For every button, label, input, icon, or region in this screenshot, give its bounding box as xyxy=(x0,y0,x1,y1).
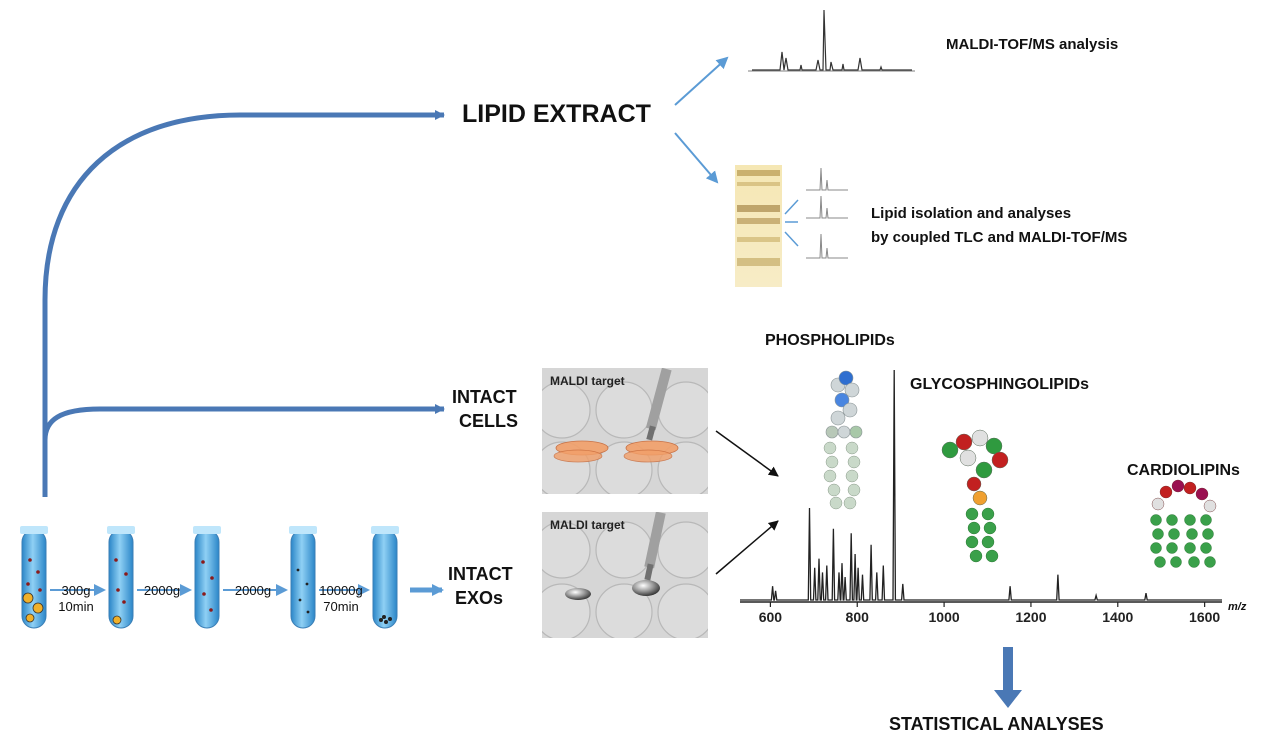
tlc-connectors xyxy=(784,199,799,247)
arrow-to-maldi-analysis xyxy=(674,56,729,106)
step-4-time: 70min xyxy=(323,599,359,614)
glycosphingolipid-model xyxy=(941,429,1009,563)
intact-cells-label-1: INTACT xyxy=(452,387,517,407)
arrow-to-tlc xyxy=(674,132,719,184)
tube-2 xyxy=(107,526,135,629)
flow-line-to-intact-cells xyxy=(42,404,445,441)
main-spectrum xyxy=(740,369,1222,607)
spectrum-tick-label-800: 800 xyxy=(845,609,869,625)
step-3-speed: 2000g xyxy=(234,583,272,598)
maldi-target-exos-image xyxy=(542,512,708,638)
step-4-speed: 10000g xyxy=(319,583,363,598)
maldi-target-cells-panel: MALDI target xyxy=(542,368,708,494)
step-label-2: 2000g xyxy=(137,583,187,599)
maldi-target-exos-title: MALDI target xyxy=(550,518,625,532)
flow-line-to-lipid-extract xyxy=(42,110,445,497)
down-arrow-statistical xyxy=(994,647,1022,708)
arrow-exos-to-spectrum xyxy=(715,520,779,575)
statistical-analyses-label: STATISTICAL ANALYSES xyxy=(889,714,1104,734)
maldi-target-cells-image xyxy=(542,368,708,494)
step-label-1: 300g 10min xyxy=(51,583,101,615)
spectrum-tick-label-1200: 1200 xyxy=(1015,609,1047,625)
step-1-time: 10min xyxy=(58,599,94,614)
tube-4 xyxy=(289,526,317,629)
tube-1 xyxy=(20,526,48,629)
intact-exos-label-2: EXOs xyxy=(455,588,504,608)
lipid-extract-label: LIPID EXTRACT xyxy=(462,100,651,128)
lipid-isolation-line2: by coupled TLC and MALDI-TOF/MS xyxy=(871,229,1128,246)
spectrum-tick-label-1600: 1600 xyxy=(1189,609,1221,625)
spectrum-tick-label-600: 600 xyxy=(758,609,783,625)
cardiolipin-model xyxy=(1150,479,1217,568)
intact-exos-label-1: INTACT xyxy=(448,564,513,584)
maldi-analysis-label: MALDI-TOF/MS analysis xyxy=(946,36,1119,53)
spectrum-tick-label-1400: 1400 xyxy=(1102,609,1134,625)
tlc-mini-spectra xyxy=(806,167,848,259)
step-2-speed: 2000g xyxy=(143,583,181,598)
phospholipid-model xyxy=(823,370,863,510)
tlc-plate xyxy=(735,165,782,287)
spectrum-trace xyxy=(740,369,1222,601)
cardiolipins-label: CARDIOLIPINs xyxy=(1127,462,1240,479)
step-1-speed: 300g xyxy=(61,583,91,598)
spectrum-xlabel: m/z xyxy=(1228,601,1247,613)
centrifuge-tubes xyxy=(20,526,399,629)
tube-5 xyxy=(371,526,399,629)
lipid-isolation-line1: Lipid isolation and analyses xyxy=(871,205,1072,222)
tube-3 xyxy=(193,526,221,629)
glycosphingolipids-label: GLYCOSPHINGOLIPIDs xyxy=(910,376,1089,393)
step-label-4: 10000g 70min xyxy=(316,583,366,615)
step-label-3: 2000g xyxy=(225,583,281,599)
intact-cells-label-2: CELLS xyxy=(459,411,519,431)
mini-spectrum xyxy=(748,9,915,72)
spectrum-tick-label-1000: 1000 xyxy=(928,609,960,625)
maldi-target-exos-panel: MALDI target xyxy=(542,512,708,638)
maldi-target-cells-title: MALDI target xyxy=(550,374,625,388)
phospholipids-label: PHOSPHOLIPIDs xyxy=(765,332,895,349)
arrow-cells-to-spectrum xyxy=(715,430,779,477)
